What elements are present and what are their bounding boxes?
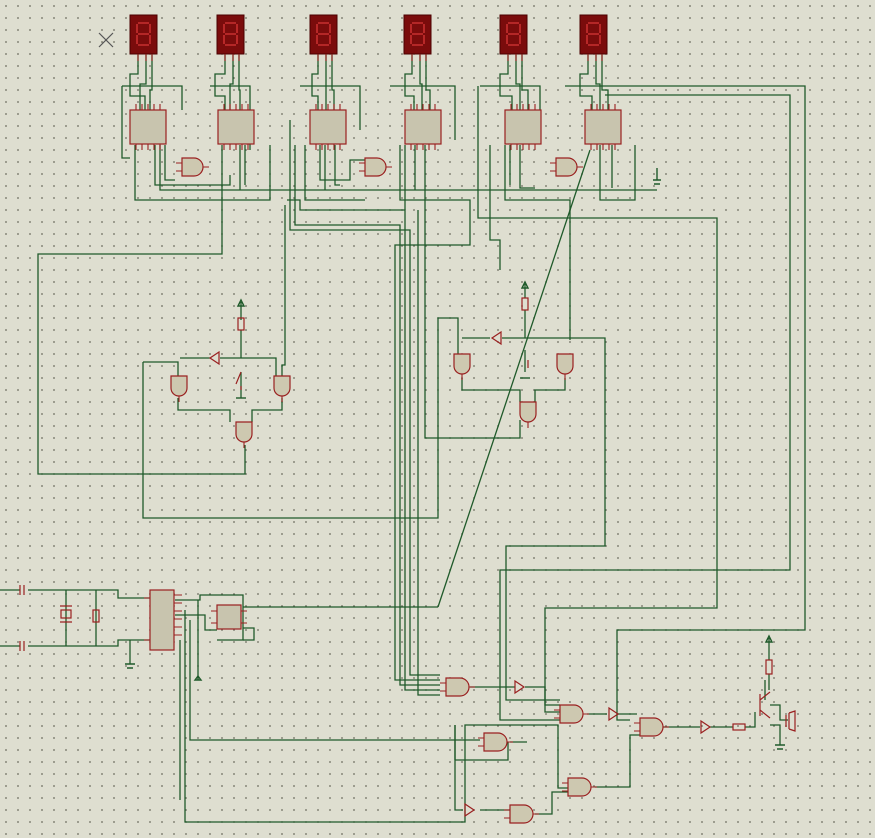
and-gate[interactable] xyxy=(478,732,513,752)
and-gate[interactable] xyxy=(359,157,392,177)
buffer-group xyxy=(208,330,712,818)
buffer-triangle-icon[interactable] xyxy=(514,679,526,695)
switch-source-left[interactable] xyxy=(235,298,246,399)
resistor-icon xyxy=(765,659,773,675)
transistor-icon xyxy=(759,691,771,719)
seven-segment-display[interactable] xyxy=(499,14,528,61)
resistor-icon xyxy=(237,317,245,331)
counter-ic[interactable] xyxy=(309,104,347,150)
counter-ic-group xyxy=(129,104,622,150)
counter-ic[interactable] xyxy=(504,104,542,150)
origin-cross-icon xyxy=(98,32,114,48)
and-gate[interactable] xyxy=(235,421,253,448)
buffer-triangle-icon[interactable] xyxy=(464,802,476,818)
counter-ic[interactable] xyxy=(217,104,255,150)
and-gate[interactable] xyxy=(440,677,475,697)
resistor-icon xyxy=(521,297,529,311)
and-gate[interactable] xyxy=(504,804,539,824)
output-stage[interactable] xyxy=(732,634,796,750)
seven-segment-display[interactable] xyxy=(309,14,338,61)
buffer-triangle-icon[interactable] xyxy=(490,330,502,346)
resistor-icon xyxy=(732,723,746,731)
buffer-triangle-icon[interactable] xyxy=(700,719,712,735)
seven-segment-display[interactable] xyxy=(403,14,432,61)
and-gate[interactable] xyxy=(453,353,471,380)
and-gate-group xyxy=(176,157,669,824)
capacitor-icon xyxy=(19,641,25,651)
switch-source-right[interactable] xyxy=(520,280,530,379)
and-gate[interactable] xyxy=(170,375,188,402)
timer-ic[interactable] xyxy=(144,589,182,651)
buzzer-icon xyxy=(785,710,796,732)
seven-segment-display[interactable] xyxy=(579,14,608,61)
and-gate[interactable] xyxy=(634,717,669,737)
resistor-icon xyxy=(92,609,100,623)
and-gate[interactable] xyxy=(556,353,574,380)
seven-segment-display[interactable] xyxy=(216,14,245,61)
capacitor-icon xyxy=(19,585,25,595)
and-gate[interactable] xyxy=(554,704,589,724)
counter-ic[interactable] xyxy=(404,104,442,150)
and-gate[interactable] xyxy=(550,157,583,177)
buffer-triangle-icon[interactable] xyxy=(608,706,620,722)
seven-segment-display[interactable] xyxy=(129,14,158,61)
vertical-gate-group xyxy=(170,353,574,448)
display-group xyxy=(129,14,608,61)
crystal-icon xyxy=(60,609,72,619)
clock-section[interactable] xyxy=(19,585,247,681)
and-gate[interactable] xyxy=(273,375,291,402)
counter-ic[interactable] xyxy=(129,104,167,150)
flip-flop-ic[interactable] xyxy=(211,604,247,630)
counter-ic[interactable] xyxy=(584,104,622,150)
and-gate[interactable] xyxy=(562,777,597,797)
and-gate[interactable] xyxy=(519,401,537,428)
buffer-triangle-icon[interactable] xyxy=(208,350,220,366)
ground-symbol-top xyxy=(653,168,661,185)
and-gate[interactable] xyxy=(176,157,209,177)
